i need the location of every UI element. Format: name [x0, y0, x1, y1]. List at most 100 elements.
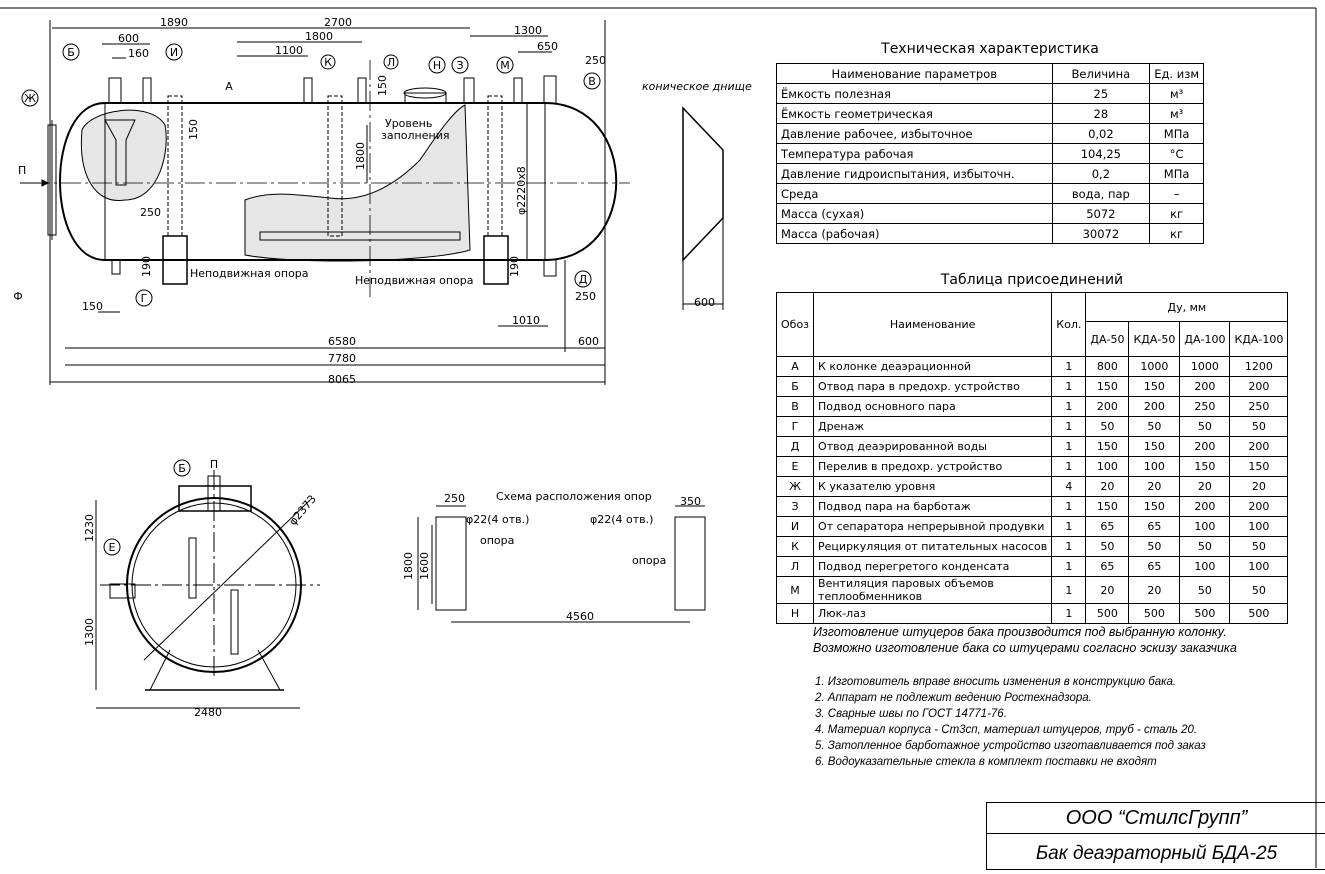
conn-du-4: 50: [1229, 576, 1289, 604]
conn-du-1: 20: [1085, 476, 1130, 497]
conn-du-3: 200: [1179, 496, 1231, 517]
dim-text: 650: [537, 40, 558, 53]
conn-du-3: 50: [1179, 416, 1231, 437]
conn-du-4: 500: [1229, 603, 1289, 624]
conn-oboz: А: [775, 356, 815, 377]
dim-text: 1800: [354, 142, 367, 170]
product-name: Бак деаэраторный БДА-25: [986, 833, 1325, 870]
spec-unit: МПа: [1149, 163, 1204, 184]
conn-oboz: Г: [775, 416, 815, 437]
spec-unit: м³: [1149, 83, 1204, 104]
conn-du-4: 20: [1229, 476, 1289, 497]
conn-du-3: 20: [1179, 476, 1231, 497]
conn-qty: 1: [1051, 536, 1087, 557]
note-line: 1. Изготовитель вправе вносить изменения…: [815, 676, 1177, 688]
conn-qty: 1: [1051, 376, 1087, 397]
conn-name: Отвод деаэрированной воды: [813, 436, 1053, 457]
spec-unit: –: [1149, 183, 1204, 204]
dim-text: 4560: [566, 610, 594, 623]
marker-letter: Н: [433, 59, 441, 72]
dim-text: 2480: [194, 706, 222, 719]
conn-du-3: 1000: [1179, 356, 1231, 377]
conn-du-3: 100: [1179, 556, 1231, 577]
conn-du-3: 100: [1179, 516, 1231, 537]
spec-param: Температура рабочая: [776, 143, 1053, 164]
conn-oboz: Л: [775, 556, 815, 577]
conn-du-1: 65: [1085, 516, 1130, 537]
dim-text: φ22(4 отв.): [590, 513, 653, 526]
dim-text: 1890: [160, 16, 188, 29]
conn-qty: 1: [1051, 416, 1087, 437]
conn-name: К указателю уровня: [813, 476, 1053, 497]
conn-du-4: 100: [1229, 516, 1289, 537]
conn-oboz: Ж: [775, 476, 815, 497]
dim-text: 600: [578, 335, 599, 348]
conn-du-2: 65: [1128, 556, 1181, 577]
conn-name: Перелив в предохр. устройство: [813, 456, 1053, 477]
conn-du-4: 150: [1229, 456, 1289, 477]
note-line: 4. Материал корпуса - Ст3сп, материал шт…: [815, 724, 1198, 736]
dim-text: 160: [128, 47, 149, 60]
dim-text: 190: [508, 256, 521, 277]
conn-name: Отвод пара в предохр. устройство: [813, 376, 1053, 397]
dim-text: 250: [575, 290, 596, 303]
conn-table-title: Таблица присоединений: [940, 272, 1124, 288]
conn-name: Подвод перегретого конденсата: [813, 556, 1053, 577]
conn-header-name: Наименование: [813, 292, 1053, 357]
dim-text: φ2220х8: [515, 166, 528, 215]
conn-oboz: К: [775, 536, 815, 557]
dim-text: 600: [118, 32, 139, 45]
marker-letter: Б: [67, 46, 75, 59]
conn-du-1: 50: [1085, 416, 1130, 437]
conn-sub-3: ДА-100: [1179, 321, 1231, 357]
dim-text: 1800: [402, 552, 415, 580]
spec-unit: МПа: [1149, 123, 1204, 144]
conn-sub-2: КДА-50: [1128, 321, 1181, 357]
conn-du-2: 100: [1128, 456, 1181, 477]
side-markers: [103, 459, 191, 556]
support-scheme-title: Схема расположения опор: [496, 490, 652, 503]
dim-text: П: [18, 164, 26, 177]
conn-du-2: 150: [1128, 436, 1181, 457]
spec-value: 25: [1051, 83, 1151, 104]
conn-du-1: 500: [1085, 603, 1130, 624]
conn-qty: 1: [1051, 396, 1087, 417]
dim-text: опора: [480, 534, 514, 547]
spec-header-value: Величина: [1051, 63, 1151, 84]
dim-text: 190: [140, 256, 153, 277]
spec-param: Среда: [776, 183, 1053, 204]
spec-unit: м³: [1149, 103, 1204, 124]
dim-text: 8065: [328, 373, 356, 386]
conn-du-2: 20: [1128, 576, 1181, 604]
dim-text: φ22(4 отв.): [466, 513, 529, 526]
marker-letter: В: [588, 75, 596, 88]
conn-du-1: 20: [1085, 576, 1130, 604]
conn-oboz: Н: [775, 603, 815, 624]
spec-param: Давление гидроиспытания, избыточн.: [776, 163, 1053, 184]
note-line: Возможно изготовление бака со штуцерами …: [813, 641, 1237, 655]
spec-table: Наименование параметров Величина Ед. изм…: [776, 63, 1204, 244]
spec-param: Ёмкость геометрическая: [776, 103, 1053, 124]
dim-text: 250: [444, 492, 465, 505]
conn-header-qty: Кол.: [1051, 292, 1087, 357]
conn-header-du: Ду, мм: [1085, 292, 1289, 322]
conn-name: К колонке деаэрационной: [813, 356, 1053, 377]
note-line: 6. Водоуказательные стекла в комплект по…: [815, 756, 1157, 768]
conn-qty: 1: [1051, 576, 1087, 604]
support-label-right: Неподвижная опора: [355, 274, 474, 287]
spec-param: Ёмкость полезная: [776, 83, 1053, 104]
conn-du-4: 250: [1229, 396, 1289, 417]
conn-oboz: Е: [775, 456, 815, 477]
